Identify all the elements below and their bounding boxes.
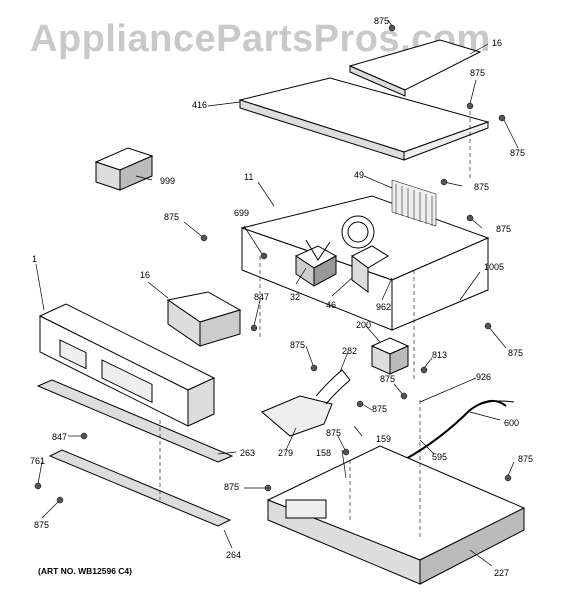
callout-32: 32 [290, 292, 300, 302]
callout-875: 875 [374, 16, 389, 26]
terminal-200[interactable] [370, 337, 410, 375]
callout-11: 11 [244, 172, 253, 182]
callout-264: 264 [226, 550, 241, 560]
screw-875[interactable] [504, 474, 512, 482]
screw-813[interactable] [420, 366, 428, 374]
harness-600[interactable] [403, 399, 515, 461]
screw-875[interactable] [356, 400, 364, 408]
callout-847: 847 [52, 432, 67, 442]
callout-16: 16 [140, 270, 150, 280]
box-999[interactable] [94, 147, 154, 191]
callout-699: 699 [234, 208, 249, 218]
callout-875: 875 [290, 340, 305, 350]
art-number: (ART NO. WB12596 C4) [38, 566, 132, 576]
screw-875[interactable] [400, 392, 408, 400]
callout-159: 159 [376, 434, 391, 444]
callout-875: 875 [474, 182, 489, 192]
screw-875[interactable] [484, 322, 492, 330]
callout-282: 282 [342, 346, 357, 356]
screw-847[interactable] [80, 432, 88, 440]
callout-875: 875 [518, 454, 533, 464]
screw-847[interactable] [250, 324, 258, 332]
screw-875[interactable] [342, 448, 350, 456]
callout-875: 875 [470, 68, 485, 78]
callout-875: 875 [496, 224, 511, 234]
callout-875: 875 [510, 148, 525, 158]
screw-875[interactable] [440, 178, 448, 186]
screw-875[interactable] [466, 214, 474, 222]
callout-263: 263 [240, 448, 255, 458]
bracket-46[interactable] [351, 245, 389, 293]
callout-926: 926 [476, 372, 491, 382]
fan-motor-32[interactable] [294, 239, 338, 287]
callout-875: 875 [380, 374, 395, 384]
callout-875: 875 [34, 520, 49, 530]
callout-875: 875 [164, 212, 179, 222]
screw-699[interactable] [260, 252, 268, 260]
callout-875: 875 [326, 428, 341, 438]
callout-227: 227 [494, 568, 509, 578]
bottom-tray-227[interactable] [266, 445, 526, 585]
callout-962: 962 [376, 302, 391, 312]
callout-1: 1 [32, 254, 37, 264]
control-board-16[interactable] [166, 291, 242, 347]
callout-labels: 875 16 875 875 416 999 11 49 875 875 699… [30, 16, 533, 578]
front-control-panel-1[interactable] [38, 303, 216, 427]
callout-49: 49 [354, 170, 364, 180]
callout-600: 600 [504, 418, 519, 428]
screw-875[interactable] [466, 102, 474, 110]
callout-761: 761 [30, 456, 45, 466]
callout-158: 158 [316, 448, 331, 458]
callout-875: 875 [508, 348, 523, 358]
screw-875[interactable] [56, 496, 64, 504]
callout-875: 875 [224, 482, 239, 492]
duct-279[interactable] [261, 369, 351, 437]
callout-999: 999 [160, 176, 175, 186]
callout-16: 16 [492, 38, 502, 48]
callout-875: 875 [372, 404, 387, 414]
grille-49[interactable] [391, 179, 437, 227]
callout-847: 847 [254, 292, 269, 302]
callout-416: 416 [192, 100, 207, 110]
callout-200: 200 [356, 320, 371, 330]
trim-264[interactable] [48, 449, 232, 527]
top-panel-416[interactable] [238, 77, 490, 161]
callout-595: 595 [432, 452, 447, 462]
vent-cover[interactable] [348, 39, 482, 97]
screw-875[interactable] [200, 234, 208, 242]
callout-279: 279 [278, 448, 293, 458]
callout-46: 46 [326, 300, 336, 310]
trim-263[interactable] [36, 379, 234, 463]
screw-875[interactable] [388, 24, 396, 32]
callout-813: 813 [432, 350, 447, 360]
callout-1005: 1005 [484, 262, 504, 272]
screw-875[interactable] [310, 364, 318, 372]
screw-875[interactable] [498, 114, 506, 122]
screw-875[interactable] [264, 484, 272, 492]
screw-761[interactable] [34, 482, 42, 490]
